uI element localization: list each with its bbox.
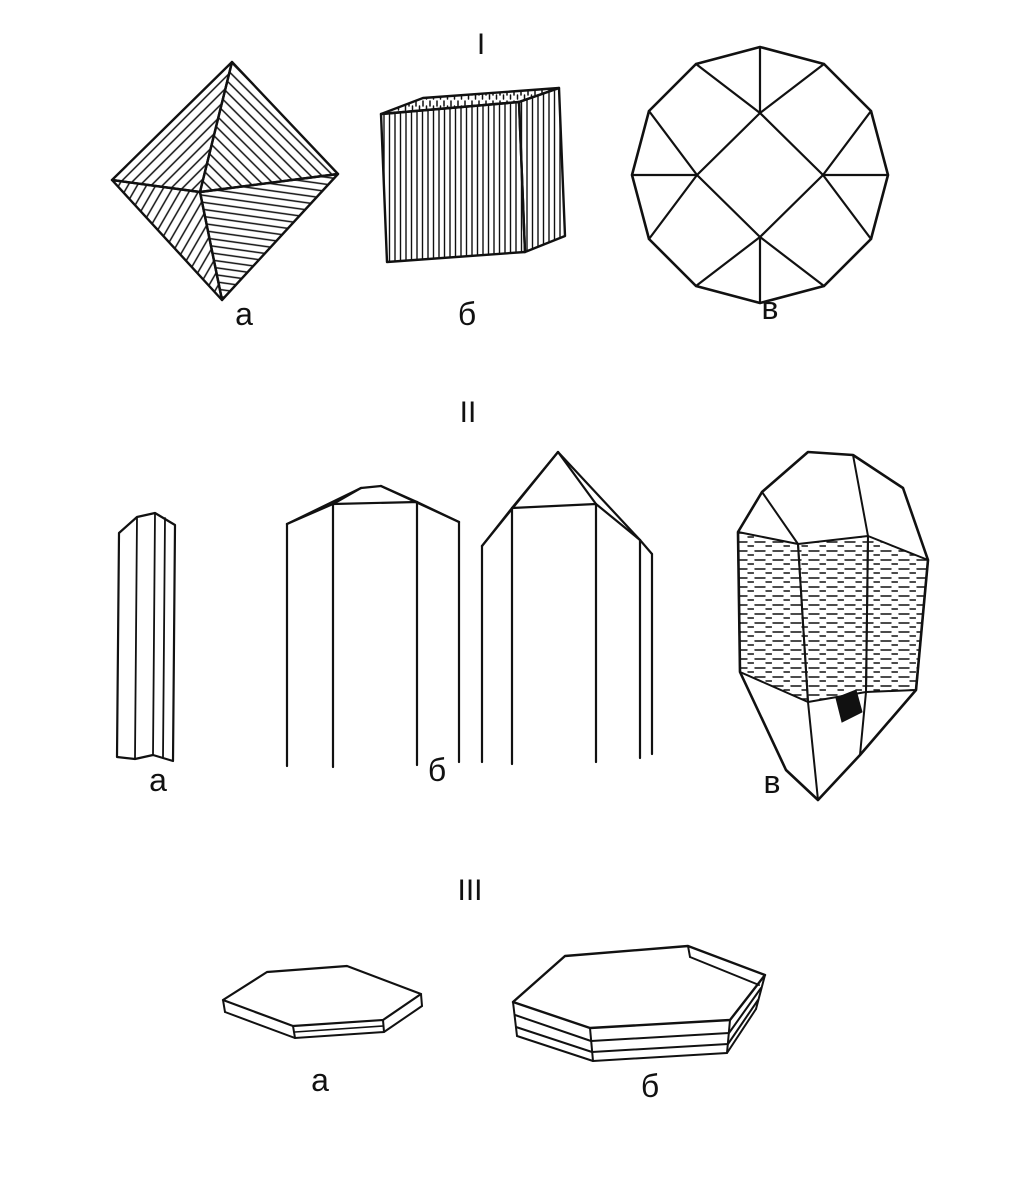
hexagonal-prism-drawing (285, 484, 461, 769)
doubly-terminated-quartz-drawing (736, 450, 930, 802)
trapezohedron-drawing (630, 45, 890, 305)
group-1-item-b-label: б (457, 296, 477, 332)
group-1-item-a-label: а (235, 296, 253, 332)
group-3-numeral: III (457, 874, 483, 907)
group-2-item-v-label: в (763, 764, 781, 800)
group-2-item-b-label: б (427, 752, 447, 788)
thick-tabular-drawing (511, 944, 767, 1062)
terminated-prism-drawing (480, 450, 654, 766)
octahedron-drawing (110, 60, 340, 302)
group-2-item-a-label: а (149, 762, 167, 798)
thin-plate-drawing (221, 964, 423, 1040)
columnar-crystal-drawing (115, 511, 177, 763)
cube-drawing (379, 86, 567, 264)
group-3-item-b-label: б (640, 1068, 660, 1104)
group-3-item-a-label: а (311, 1062, 329, 1098)
group-1-item-v-label: в (761, 290, 779, 326)
group-2-numeral: II (459, 396, 477, 429)
group-1-numeral: I (476, 28, 486, 61)
